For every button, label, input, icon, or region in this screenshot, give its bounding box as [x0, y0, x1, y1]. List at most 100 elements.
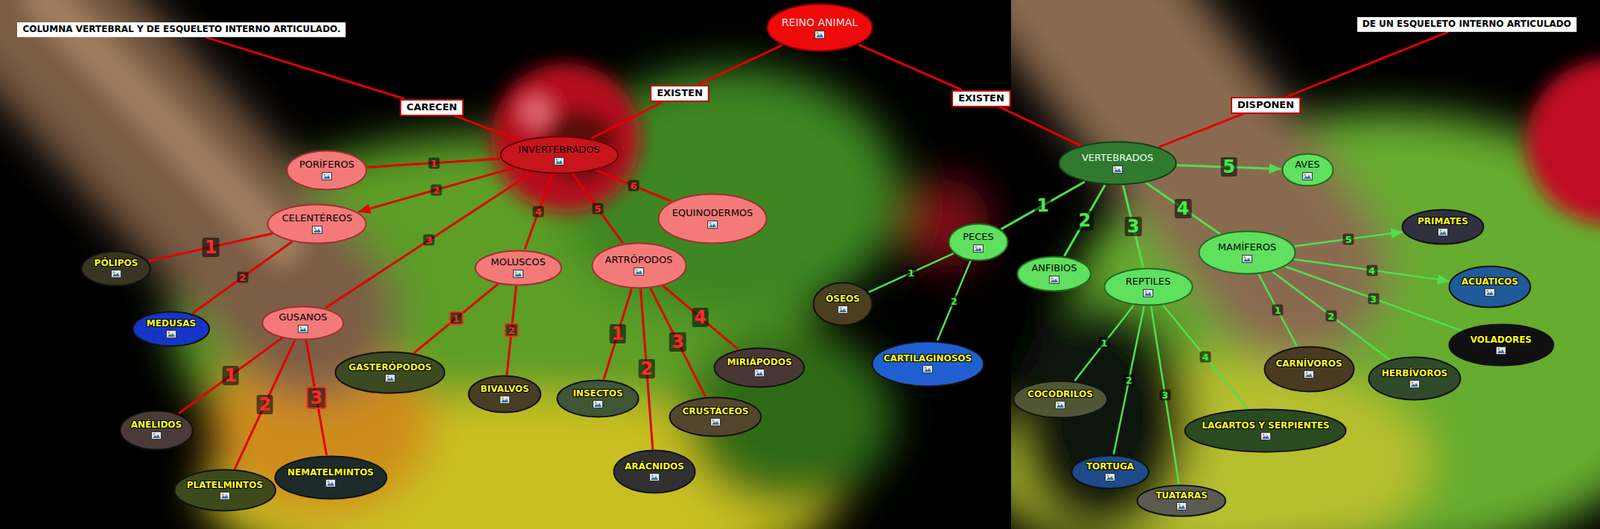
connector	[697, 45, 782, 85]
node-text: AVES	[1294, 159, 1320, 171]
node-text: MIRIÁPODOS	[726, 357, 792, 368]
callout-number: 5	[1220, 157, 1238, 177]
node-text: MAMÍFEROS	[1218, 241, 1277, 254]
node-icon	[321, 171, 333, 181]
node-text: GUSANOS	[278, 311, 327, 324]
leaf-concept: ACUÁTICOS	[1448, 265, 1532, 309]
node-content: EXISTEN	[958, 93, 1005, 105]
connector	[1113, 306, 1145, 455]
node-text: PORÍFEROS	[299, 159, 355, 171]
node-content: VERTEBRADOS	[1081, 152, 1154, 174]
concept-ellipse: CELENTÉREOS	[266, 203, 368, 245]
leaf-concept: INSECTOS	[556, 378, 640, 418]
node-text: DE UN ESQUELETO INTERNO ARTICULADO	[1362, 19, 1572, 30]
group-concept: INVERTEBRADOS	[499, 135, 620, 175]
node-content: INSECTOS	[572, 388, 623, 409]
ellipse-outline	[1183, 408, 1347, 453]
node-content: DISPONEN	[1237, 99, 1294, 111]
connector	[325, 171, 533, 308]
node-text: ARÁCNIDOS	[624, 461, 685, 473]
connector	[591, 101, 664, 139]
node-content: PORÍFEROS	[299, 159, 355, 181]
node-icon	[707, 220, 718, 229]
node-text: BIVALVOS	[480, 384, 529, 395]
ellipse-outline	[1263, 345, 1356, 393]
node-text: NEMATELMINTOS	[287, 467, 374, 478]
node-icon	[219, 491, 231, 500]
connector	[148, 233, 274, 261]
node-icon	[297, 324, 309, 333]
leaf-concept: CARNÍVOROS	[1263, 345, 1356, 393]
connector	[234, 339, 295, 469]
node-content: PRIMATES	[1417, 216, 1469, 237]
note-box: COLUMNA VERTEBRAL Y DE ESQUELETO INTERNO…	[17, 22, 346, 38]
connector	[1272, 271, 1390, 360]
callout-number: 3	[1124, 216, 1143, 237]
callout-number: 2	[504, 323, 519, 338]
node-icon	[1241, 254, 1253, 263]
node-icon	[384, 373, 396, 382]
callout-number: 1	[202, 237, 220, 257]
node-text: ARTRÓPODOS	[605, 254, 674, 266]
leaf-concept: VOLADORES	[1448, 323, 1555, 367]
node-content: ARÁCNIDOS	[624, 461, 685, 482]
node-content: ÓSEOS	[825, 294, 860, 315]
callout-number: 2	[638, 358, 656, 379]
ellipse-outline	[173, 468, 277, 512]
connector	[306, 339, 327, 455]
callout-number: 3	[669, 332, 687, 352]
node-content: EXISTEN	[656, 87, 703, 100]
node-icon	[1437, 227, 1449, 237]
node-text: INVERTEBRADOS	[518, 144, 601, 156]
node-content: NEMATELMINTOS	[287, 467, 374, 488]
node-text: HERBÍVOROS	[1381, 368, 1448, 379]
node-text: PRIMATES	[1417, 216, 1469, 228]
node-icon	[553, 157, 565, 166]
node-content: GASTERÓPODOS	[348, 362, 432, 383]
node-content: PÓLIPOS	[94, 258, 139, 279]
node-text: PLATELMINTOS	[186, 480, 263, 491]
link-phrase: DISPONEN	[1230, 96, 1301, 114]
connector	[1285, 266, 1462, 331]
node-text: CARTILAGINOSOS	[883, 353, 972, 365]
connector	[1001, 181, 1085, 230]
node-text: EXISTEN	[656, 87, 703, 100]
callout-number: 4	[533, 206, 545, 218]
ellipse-outline	[119, 409, 194, 451]
node-text: LAGARTOS Y SERPIENTES	[1201, 420, 1329, 432]
link-phrase: EXISTEN	[951, 90, 1012, 108]
node-content: MEDUSAS	[146, 318, 196, 339]
connector	[454, 115, 521, 140]
ellipse-outline	[1401, 208, 1485, 245]
node-content: ACUÁTICOS	[1461, 276, 1519, 298]
node-text: CELENTÉREOS	[282, 212, 353, 225]
ellipse-outline	[812, 281, 874, 327]
leaf-concept: PRIMATES	[1401, 208, 1485, 245]
connector	[1145, 182, 1220, 234]
node-text: CARECEN	[406, 102, 458, 114]
connector	[572, 173, 623, 243]
connector	[650, 288, 706, 397]
connector	[178, 337, 283, 414]
ellipse-outline	[668, 396, 763, 438]
leaf-concept: HERBÍVOROS	[1367, 355, 1462, 401]
node-icon	[325, 478, 336, 487]
concept-ellipse: PECES	[947, 222, 1009, 262]
leaf-concept: ÓSEOS	[812, 281, 874, 327]
node-content: GUSANOS	[278, 311, 327, 333]
connector	[999, 106, 1081, 146]
node-text: MOLUSCOS	[490, 256, 545, 269]
callout-number: 1	[428, 157, 440, 169]
node-icon	[710, 417, 721, 426]
callout-number: 1	[1272, 304, 1284, 316]
node-content: REINO ANIMAL	[781, 16, 858, 38]
callout-number: 2	[1075, 210, 1093, 231]
ellipse-outline	[273, 454, 388, 500]
concept-ellipse: MOLUSCOS	[474, 249, 563, 286]
connector	[358, 167, 514, 212]
connector	[1074, 305, 1134, 382]
node-icon	[814, 30, 825, 39]
node-text: REPTILES	[1125, 276, 1172, 288]
